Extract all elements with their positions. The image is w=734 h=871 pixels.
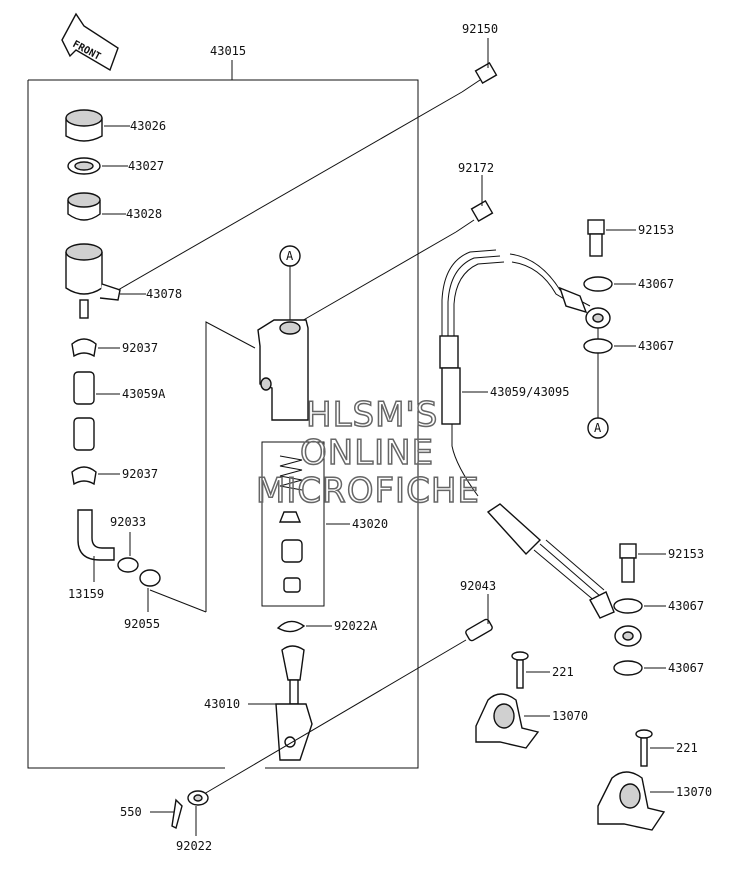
hose-clamp-13070-upper: [475, 693, 540, 749]
screw-221-upper: [511, 651, 529, 689]
circlip-small: [117, 557, 139, 573]
part-label-92043: 92043: [460, 579, 496, 593]
banjo-bolt-upper: [587, 219, 605, 257]
piston-kit: [278, 455, 303, 593]
diaphragm: [67, 192, 101, 221]
circlip-92022a: [276, 620, 306, 633]
part-label-92033: 92033: [110, 515, 146, 529]
watermark-line-1: HLSM'S: [306, 395, 438, 435]
elbow-fitting: [77, 509, 115, 561]
callout-a-upper: A: [286, 249, 294, 263]
screw-221-lower: [635, 729, 653, 767]
part-label-92037-upper: 92037: [122, 341, 158, 355]
o-ring: [139, 569, 161, 587]
hose-clamp-lower: [71, 466, 97, 486]
part-label-43067-1: 43067: [638, 277, 674, 291]
washer-43067-3: [613, 598, 643, 614]
assembly-box-outline: [27, 79, 419, 769]
watermark: HLSM'S ONLINE MICROFICHE: [255, 394, 480, 512]
pin-92043: [465, 618, 493, 642]
part-label-221-upper: 221: [552, 665, 574, 679]
front-arrow-icon: FRONT: [61, 12, 119, 72]
part-label-92037-lower: 92037: [122, 467, 158, 481]
part-label-43020: 43020: [352, 517, 388, 531]
push-rod-clevis: [275, 645, 313, 761]
master-cylinder-body: A: [257, 245, 309, 421]
part-label-92153-upper: 92153: [638, 223, 674, 237]
part-label-92022a: 92022A: [334, 619, 378, 633]
watermark-line-3: MICROFICHE: [256, 471, 480, 511]
diaphragm-plate: [67, 157, 101, 175]
hose-clamp-upper: [71, 338, 97, 358]
reservoir-cap: [65, 109, 103, 142]
part-label-92055: 92055: [124, 617, 160, 631]
banjo-bolt-lower: [619, 543, 637, 583]
bolt-92172: [455, 199, 494, 233]
callout-a-lower: A: [594, 421, 602, 435]
part-label-43067-2: 43067: [638, 339, 674, 353]
part-label-92022: 92022: [176, 839, 212, 853]
washer-92022: [187, 790, 209, 806]
part-label-92172: 92172: [458, 161, 494, 175]
part-label-13070-upper: 13070: [552, 709, 588, 723]
part-label-550: 550: [120, 805, 142, 819]
bolt-92150: [461, 61, 498, 93]
washer-43067-1: [583, 276, 613, 292]
watermark-line-2: ONLINE: [300, 433, 434, 473]
washer-43067-2: [583, 338, 613, 354]
part-label-43067-4: 43067: [668, 661, 704, 675]
reservoir-tank: [65, 243, 121, 319]
part-label-43028: 43028: [126, 207, 162, 221]
part-label-43067-3: 43067: [668, 599, 704, 613]
part-label-13070-lower: 13070: [676, 785, 712, 799]
hose-clamp-13070-lower: [597, 771, 666, 831]
part-label-221-lower: 221: [676, 741, 698, 755]
part-label-13159: 13159: [68, 587, 104, 601]
brake-hose: [439, 249, 642, 647]
part-label-43010: 43010: [204, 697, 240, 711]
cotter-pin: [171, 798, 183, 830]
part-label-43027: 43027: [128, 159, 164, 173]
washer-43067-4: [613, 660, 643, 676]
part-label-43026: 43026: [130, 119, 166, 133]
reservoir-hose: [73, 371, 95, 451]
part-label-43059a: 43059A: [122, 387, 166, 401]
part-label-92150: 92150: [462, 22, 498, 36]
part-label-43078: 43078: [146, 287, 182, 301]
part-label-92153-lower: 92153: [668, 547, 704, 561]
part-label-43015: 43015: [210, 44, 246, 58]
part-label-43059-43095: 43059/43095: [490, 385, 569, 399]
